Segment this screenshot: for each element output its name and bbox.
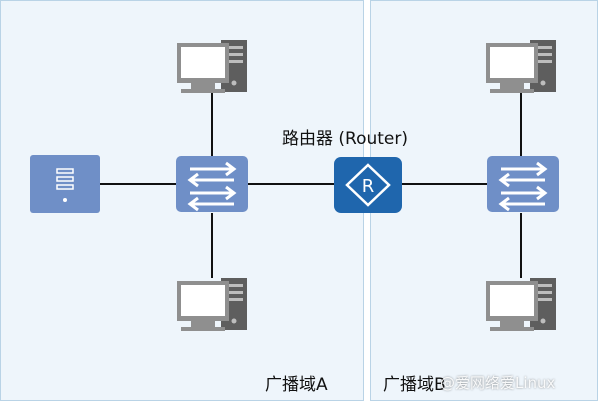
pc-icon bbox=[486, 40, 556, 93]
router-label: 路由器 (Router) bbox=[282, 129, 409, 149]
broadcast-domain-a-label: 广播域A bbox=[265, 375, 328, 395]
pc-icon bbox=[177, 278, 247, 331]
pc-icon bbox=[177, 40, 247, 93]
watermark: @爱网络爱Linux bbox=[440, 374, 556, 392]
links bbox=[100, 92, 522, 278]
pc-icon bbox=[486, 278, 556, 331]
router-glyph: R bbox=[362, 176, 375, 197]
switch-icon bbox=[174, 154, 250, 214]
switch-icon bbox=[485, 154, 561, 214]
server-icon bbox=[30, 155, 100, 213]
broadcast-domain-b-label: 广播域B bbox=[383, 375, 446, 395]
router-icon: R bbox=[334, 157, 402, 213]
broadcast-domain-b-panel bbox=[370, 0, 598, 401]
